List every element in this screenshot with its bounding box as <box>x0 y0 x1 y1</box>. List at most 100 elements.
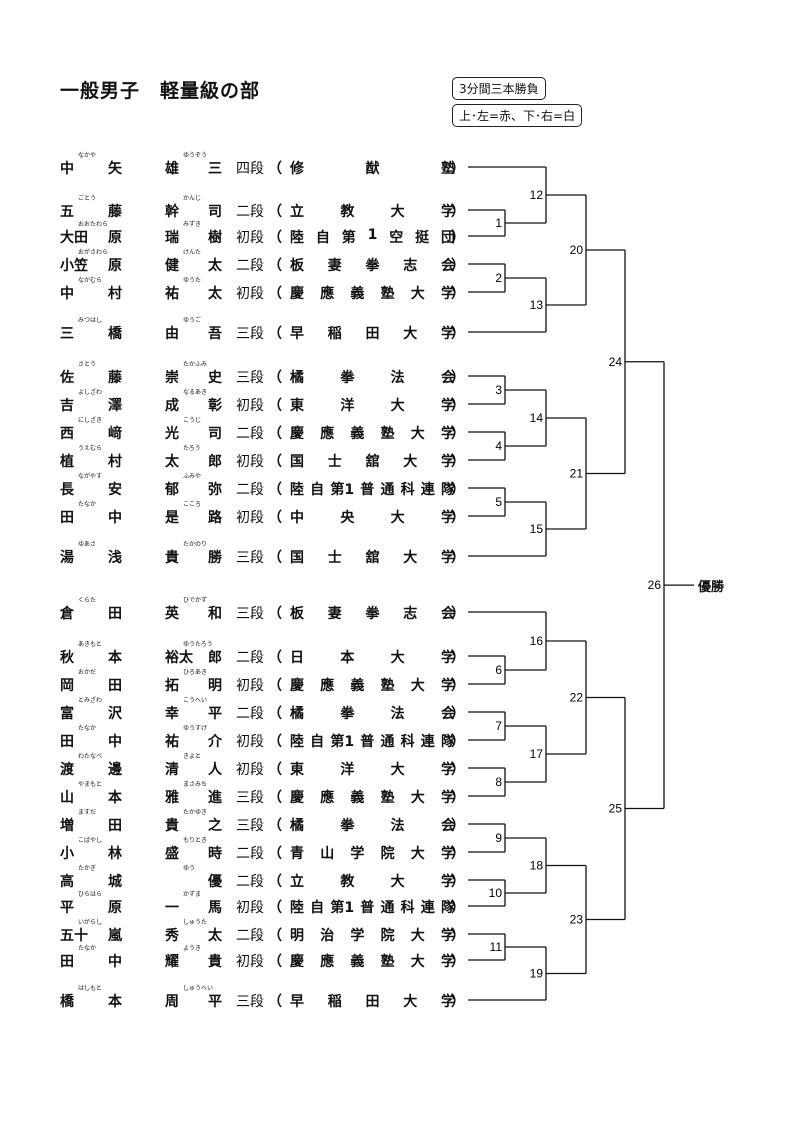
affiliation-char: 学 <box>441 994 455 1010</box>
given-last: 路 <box>208 510 222 526</box>
affiliation-char: 大 <box>410 678 425 694</box>
match-number: 5 <box>495 495 502 509</box>
affiliation-char: 義 <box>350 678 365 694</box>
surname-furigana: よしざわ <box>78 389 103 396</box>
surname-first: 橋 <box>60 994 74 1010</box>
affiliation-char: 慶 <box>290 678 304 694</box>
affiliation-char: 教 <box>340 204 355 220</box>
affiliation-char: 通 <box>380 482 395 498</box>
rank: 二段 <box>236 482 264 498</box>
surname-last: 田 <box>108 678 122 694</box>
surname-first: 中 <box>60 286 74 302</box>
surname-last: 本 <box>108 994 122 1010</box>
surname-first: 渡 <box>60 762 74 778</box>
affiliation: 板妻拳志会 <box>290 255 455 275</box>
given-last: 進 <box>208 790 222 806</box>
surname-furigana: こばやし <box>78 837 103 844</box>
rank: 三段 <box>236 606 264 622</box>
affiliation-char: 橘 <box>290 370 304 386</box>
affiliation-char: 立 <box>290 874 304 890</box>
affiliation-char: 大 <box>410 286 425 302</box>
surname-last: 村 <box>108 286 122 302</box>
affiliation-char: 塾 <box>380 426 395 442</box>
surname-first: 山 <box>60 790 74 806</box>
given-first: 是 <box>165 510 179 526</box>
match-number: 14 <box>530 411 544 425</box>
surname-first: 小 <box>60 846 74 862</box>
affiliation-char: 拳 <box>340 706 355 722</box>
surname-first: 小笠 <box>60 258 88 274</box>
given-last: 三 <box>208 161 222 177</box>
affiliation-char: 第1 <box>330 734 355 750</box>
affiliation: 国士舘大学 <box>290 451 455 471</box>
surname-last: 中 <box>108 510 122 526</box>
affiliation-char: 陸 <box>290 482 304 498</box>
given-furigana: こうじ <box>183 417 202 424</box>
affiliation: 早稲田大学 <box>290 991 455 1011</box>
paren-open: （ <box>268 678 282 694</box>
given-first: 一 <box>165 900 179 916</box>
given-furigana: ひろあき <box>183 669 208 676</box>
affiliation-char: 東 <box>290 762 304 778</box>
match-number: 9 <box>495 831 502 845</box>
affiliation-char: 拳 <box>365 258 380 274</box>
match-number: 1 <box>495 216 502 230</box>
match-number: 6 <box>495 663 502 677</box>
affiliation-char: 板 <box>290 606 304 622</box>
affiliation: 立教大学 <box>290 871 455 891</box>
rank: 三段 <box>236 326 264 342</box>
affiliation-char: 会 <box>440 818 455 834</box>
affiliation-char: 士 <box>327 550 342 566</box>
paren-close: ） <box>451 818 465 834</box>
given-last: 之 <box>208 818 222 834</box>
affiliation-char: 第 <box>341 230 356 246</box>
paren-open: （ <box>268 370 282 386</box>
paren-close: ） <box>451 790 465 806</box>
given-last: 弥 <box>208 482 222 498</box>
surname-first: 中 <box>60 161 74 177</box>
given-last: 郎 <box>208 650 222 666</box>
affiliation-char: 立 <box>290 204 304 220</box>
paren-close: ） <box>451 928 465 944</box>
affiliation-char: 本 <box>340 650 355 666</box>
match-number: 20 <box>570 243 584 257</box>
match-number: 10 <box>489 886 503 900</box>
paren-close: ） <box>451 734 465 750</box>
surname-furigana: ごとう <box>78 195 97 202</box>
rule-box: 3分間三本勝負 <box>452 77 546 100</box>
given-furigana: こころ <box>183 501 202 508</box>
rank: 初段 <box>236 678 264 694</box>
affiliation-char: 洋 <box>340 398 355 414</box>
affiliation-char: 学 <box>440 846 455 862</box>
given-first: 祐 <box>165 734 179 750</box>
affiliation: 東洋大学 <box>290 395 455 415</box>
affiliation-char: 應 <box>320 426 335 442</box>
affiliation-char: 学 <box>441 454 455 470</box>
surname-furigana: みつはし <box>78 317 103 324</box>
paren-close: ） <box>451 650 465 666</box>
rank: 二段 <box>236 204 264 220</box>
paren-open: （ <box>268 734 282 750</box>
affiliation-char: 大 <box>390 204 405 220</box>
affiliation-char: 義 <box>350 426 365 442</box>
affiliation-char: 学 <box>441 326 455 342</box>
given-furigana: たかふみ <box>183 361 208 368</box>
affiliation-char: 猷 <box>365 161 380 177</box>
rank: 二段 <box>236 706 264 722</box>
match-number: 11 <box>490 940 503 954</box>
affiliation-char: 稲 <box>327 994 342 1010</box>
surname-last: 邊 <box>108 762 122 778</box>
winner-label: 優勝 <box>698 580 725 596</box>
paren-close: ） <box>451 286 465 302</box>
affiliation-char: 塾 <box>380 286 395 302</box>
given-furigana: たろう <box>183 445 201 452</box>
surname-last: 橋 <box>108 326 122 342</box>
affiliation-char: 東 <box>290 398 304 414</box>
surname-first: 富 <box>60 706 74 722</box>
rank: 初段 <box>236 286 264 302</box>
affiliation-char: 應 <box>320 678 335 694</box>
paren-open: （ <box>268 510 282 526</box>
affiliation-char: 義 <box>350 286 365 302</box>
surname-first: 吉 <box>60 398 74 414</box>
